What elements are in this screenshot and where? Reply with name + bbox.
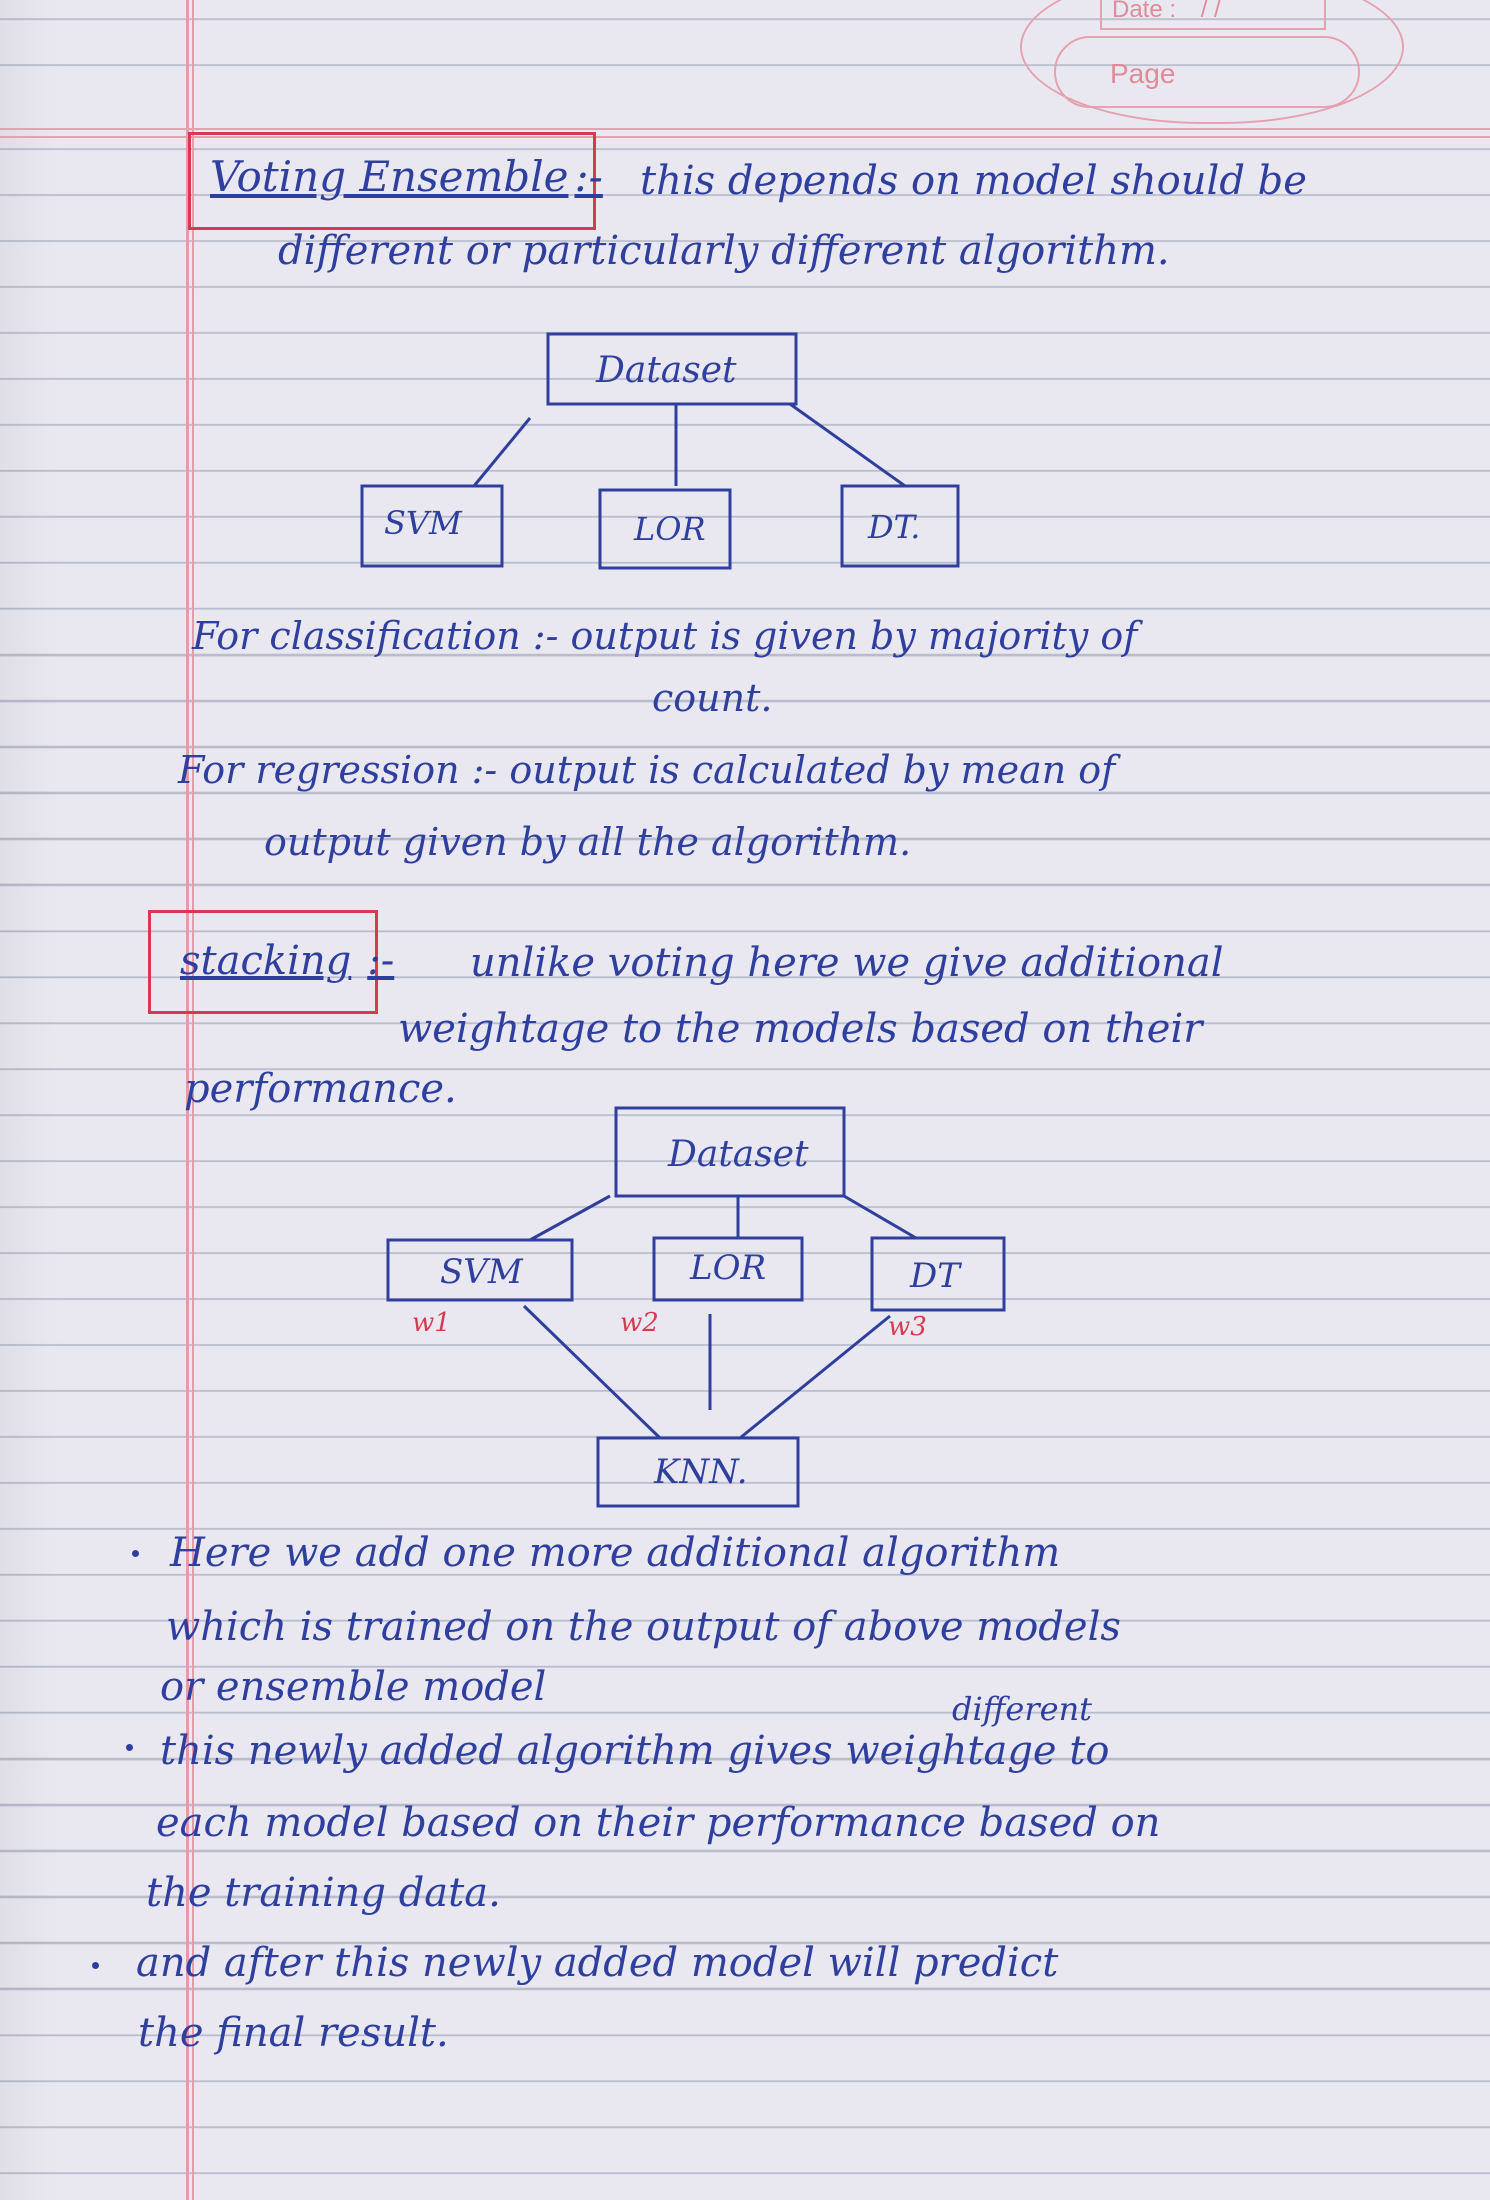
link-dataset-svm <box>472 417 532 487</box>
bullet1-line2: which is trained on the output of above … <box>166 1604 1121 1650</box>
classification-line2: count. <box>652 676 773 720</box>
stack-svm-label: SVM <box>440 1252 523 1292</box>
stack-link-dataset-svm <box>529 1194 611 1242</box>
lor-label: LOR <box>634 510 706 548</box>
bullet3-line2: the final result. <box>138 2010 449 2056</box>
regression-line1: For regression :- output is calculated b… <box>178 748 1116 792</box>
date-field: Date : / / <box>1100 0 1326 30</box>
date-value: / / <box>1200 0 1221 23</box>
top-margin-line-2 <box>0 136 1490 138</box>
bullet1-line1: Here we add one more additional algorith… <box>170 1530 1061 1576</box>
top-margin-line <box>0 128 1490 130</box>
stack-lor-label: LOR <box>690 1248 767 1288</box>
stacking-line2: weightage to the models based on their <box>398 1006 1203 1052</box>
voting-line2: different or particularly different algo… <box>278 228 1170 274</box>
bullet-dot-1 <box>132 1550 139 1557</box>
stack-dataset-label: Dataset <box>668 1134 809 1175</box>
stack-dt-label: DT <box>910 1256 960 1296</box>
lor-box <box>598 488 732 570</box>
page-label: Page <box>1110 58 1176 89</box>
dt-label: DT. <box>868 508 921 546</box>
stacking-separator: :- <box>367 938 395 984</box>
svm-box <box>360 484 504 568</box>
dt-box <box>840 484 960 568</box>
dataset-label: Dataset <box>596 350 737 391</box>
regression-line2: output given by all the algorithm. <box>264 820 912 864</box>
stack-link-dataset-dt <box>843 1194 917 1240</box>
link-dataset-dt <box>789 402 906 488</box>
stack-dt-box <box>870 1236 1006 1312</box>
left-margin-line <box>186 0 189 2200</box>
dataset-box <box>546 332 798 406</box>
classification-line1: For classification :- output is given by… <box>192 614 1138 658</box>
weight-w2: w2 <box>620 1308 659 1338</box>
stacking-line3: performance. <box>184 1066 457 1112</box>
voting-heading-box <box>188 132 596 230</box>
left-margin-line-inner <box>192 0 194 2200</box>
voting-heading: Voting Ensemble:- <box>210 152 603 201</box>
stack-svm-box <box>386 1238 574 1302</box>
page-field: Page <box>1054 36 1360 108</box>
bullet-dot-3 <box>92 1962 99 1969</box>
bullet-dot-2 <box>126 1744 133 1751</box>
svm-label: SVM <box>384 504 462 542</box>
weight-w3: w3 <box>888 1312 927 1342</box>
bullet1-line3: or ensemble model <box>160 1664 547 1710</box>
stacking-line1: unlike voting here we give additional <box>470 940 1224 986</box>
stack-lor-box <box>652 1236 804 1302</box>
bullet2-insert: different <box>952 1690 1093 1728</box>
stacking-heading-box <box>148 910 378 1014</box>
stack-link-dt-knn <box>739 1314 891 1440</box>
bullet3-line1: and after this newly added model will pr… <box>136 1940 1059 1986</box>
weight-w1: w1 <box>412 1308 451 1338</box>
stacking-heading: stacking:- <box>180 938 395 984</box>
bullet2-line3: the training data. <box>146 1870 501 1916</box>
stack-dataset-box <box>614 1106 846 1198</box>
voting-separator: :- <box>574 152 603 201</box>
date-label: Date : <box>1112 0 1177 23</box>
bullet2-line2: each model based on their performance ba… <box>156 1800 1161 1846</box>
stack-link-svm-knn <box>522 1304 662 1440</box>
voting-line1: this depends on model should be <box>640 158 1307 204</box>
bullet2-line1: this newly added algorithm gives weighta… <box>160 1728 1110 1774</box>
knn-label: KNN. <box>654 1452 748 1492</box>
knn-box <box>596 1436 800 1508</box>
